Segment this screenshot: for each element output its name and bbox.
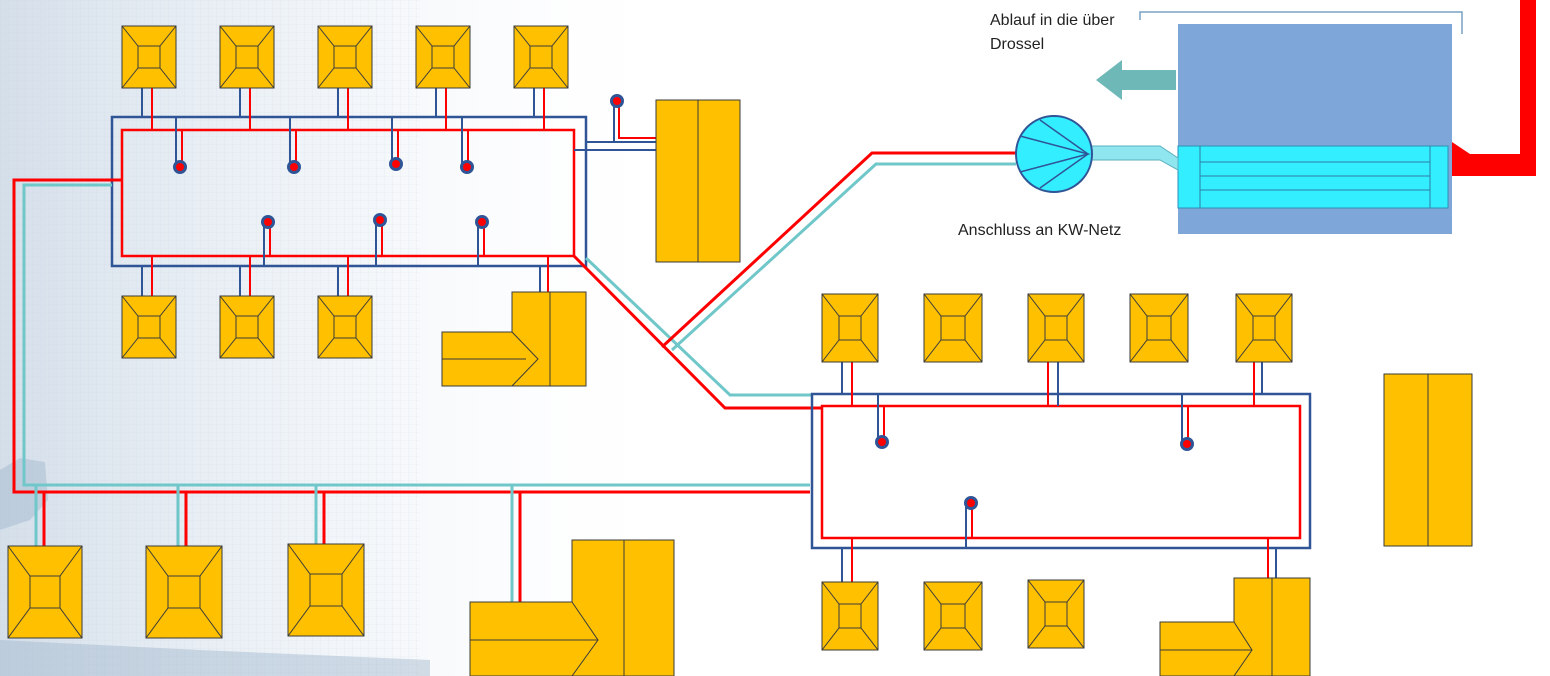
red-supply-riser bbox=[1520, 0, 1536, 176]
building-gable bbox=[656, 100, 740, 262]
storage-tank-assembly bbox=[1016, 0, 1536, 234]
house-hip-roof bbox=[924, 294, 982, 362]
house-hip-roof bbox=[514, 26, 568, 88]
house-hip-roof bbox=[416, 26, 470, 88]
valve-dot bbox=[966, 498, 977, 509]
building-l-shaped bbox=[1160, 578, 1310, 676]
building-gable bbox=[1384, 374, 1472, 546]
house-hip-roof bbox=[220, 26, 274, 88]
valve-dot bbox=[175, 162, 186, 173]
house-hip-roof bbox=[924, 582, 982, 650]
house-hip-roof bbox=[1028, 580, 1084, 648]
valve-dot bbox=[375, 215, 386, 226]
house-hip-roof bbox=[122, 296, 176, 358]
valve-dot bbox=[877, 437, 888, 448]
valve-dot bbox=[289, 162, 300, 173]
connection-label: Anschluss an KW-Netz bbox=[958, 222, 1121, 239]
pump-icon bbox=[1016, 116, 1092, 192]
valve-dot bbox=[612, 96, 623, 107]
pump-outlet-pipe bbox=[1090, 146, 1178, 170]
outlet-label-line2: Drossel bbox=[990, 36, 1044, 53]
valve-dot bbox=[263, 217, 274, 228]
house-hip-roof bbox=[288, 544, 364, 636]
house-hip-roof bbox=[1236, 294, 1292, 362]
house-hip-roof bbox=[146, 546, 222, 638]
valve-dot bbox=[391, 159, 402, 170]
valve-dot bbox=[477, 217, 488, 228]
house-hip-roof bbox=[318, 296, 372, 358]
house-hip-roof bbox=[1130, 294, 1188, 362]
outlet-arrow-icon bbox=[1096, 60, 1176, 100]
house-hip-roof bbox=[822, 582, 878, 650]
house-hip-roof bbox=[220, 296, 274, 358]
heat-exchanger bbox=[1178, 146, 1448, 208]
house-hip-roof bbox=[122, 26, 176, 88]
outlet-label-line1: Ablauf in die über bbox=[990, 12, 1115, 29]
house-hip-roof bbox=[318, 26, 372, 88]
valve-dot bbox=[1182, 439, 1193, 450]
valve-dot bbox=[462, 162, 473, 173]
house-hip-roof bbox=[1028, 294, 1084, 362]
house-hip-roof bbox=[8, 546, 82, 638]
red-supply-outlet bbox=[1452, 142, 1520, 176]
house-hip-roof bbox=[822, 294, 878, 362]
